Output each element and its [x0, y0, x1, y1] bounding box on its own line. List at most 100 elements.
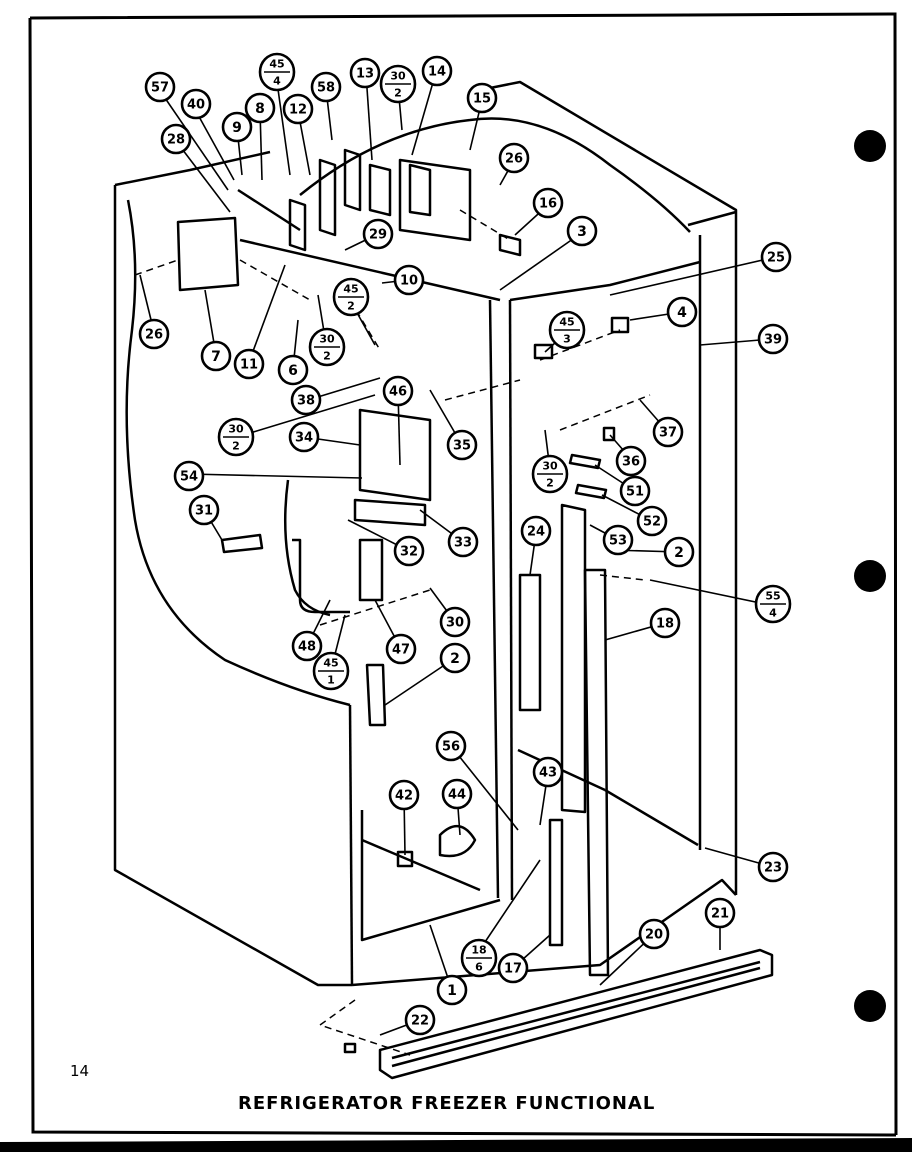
punch-hole-icon — [854, 990, 886, 1022]
callout-40: 40 — [180, 88, 212, 120]
fraction-bottom: 1 — [327, 674, 335, 687]
callout-46: 46 — [382, 375, 414, 407]
callout-circle — [439, 606, 471, 638]
callout-number: 3 — [577, 224, 587, 240]
callout-number: 13 — [356, 67, 374, 82]
callout-circle — [704, 897, 736, 929]
fraction-top: 45 — [343, 283, 358, 296]
callout-16: 16 — [532, 187, 564, 219]
callout-circle — [497, 952, 529, 984]
callout-number: 17 — [504, 962, 522, 977]
callout-number: 57 — [151, 81, 169, 96]
callout-17: 17 — [497, 952, 529, 984]
callout-22: 22 — [404, 1004, 436, 1036]
fraction-callout-55-4: 554 — [754, 584, 792, 624]
callout-circle — [349, 57, 381, 89]
callout-52: 52 — [636, 505, 668, 537]
callout-26: 26 — [498, 142, 530, 174]
callout-number: 10 — [400, 274, 418, 289]
callout-number: 22 — [411, 1014, 429, 1029]
callout-number: 46 — [389, 385, 407, 400]
callout-circle — [362, 218, 394, 250]
callout-number: 28 — [167, 133, 185, 148]
callout-number: 40 — [187, 98, 205, 113]
callout-28: 28 — [160, 123, 192, 155]
callout-42: 42 — [388, 779, 420, 811]
callout-number: 34 — [295, 431, 313, 446]
callout-circle — [447, 526, 479, 558]
callout-circle — [393, 264, 425, 296]
callout-circle — [138, 318, 170, 350]
callout-51: 51 — [619, 475, 651, 507]
callout-2: 2 — [439, 642, 471, 674]
fraction-top: 30 — [390, 70, 406, 83]
callout-number: 24 — [527, 525, 545, 540]
callout-circle — [663, 536, 695, 568]
callout-number: 33 — [454, 536, 472, 551]
callout-number: 36 — [622, 455, 640, 470]
fraction-bottom: 2 — [323, 350, 331, 363]
fraction-callout-45-2: 452 — [332, 277, 370, 317]
callout-circle — [760, 241, 792, 273]
callout-circle — [466, 82, 498, 114]
callout-circle — [532, 756, 564, 788]
callout-2: 2 — [663, 536, 695, 568]
callout-26: 26 — [138, 318, 170, 350]
fraction-bottom: 6 — [475, 961, 483, 974]
callout-circle — [277, 354, 309, 386]
callout-circle — [436, 974, 468, 1006]
callout-circle — [310, 71, 342, 103]
callout-circle — [615, 445, 647, 477]
callout-14: 14 — [421, 55, 453, 87]
callout-3: 3 — [566, 215, 598, 247]
fraction-callout-30-2: 302 — [308, 327, 346, 367]
callout-39: 39 — [757, 323, 789, 355]
callout-number: 25 — [767, 251, 785, 266]
callout-number: 6 — [288, 363, 298, 379]
callout-number: 47 — [392, 643, 410, 658]
callout-number: 15 — [473, 92, 491, 107]
callout-number: 29 — [369, 228, 387, 243]
callout-number: 23 — [764, 861, 782, 876]
callout-8: 8 — [244, 92, 276, 124]
callout-25: 25 — [760, 241, 792, 273]
callout-number: 8 — [255, 101, 265, 117]
callout-58: 58 — [310, 71, 342, 103]
callout-56: 56 — [435, 730, 467, 762]
fraction-callout-45-1: 451 — [312, 651, 350, 691]
callout-circle — [244, 92, 276, 124]
callout-circle — [757, 323, 789, 355]
callout-57: 57 — [144, 71, 176, 103]
callout-number: 14 — [428, 65, 446, 80]
callout-circle — [290, 384, 322, 416]
callout-35: 35 — [446, 429, 478, 461]
fraction-callout-45-3: 453 — [548, 310, 586, 350]
callout-circle — [393, 535, 425, 567]
callout-number: 21 — [711, 907, 729, 922]
callout-number: 52 — [643, 515, 661, 530]
callout-circle — [288, 421, 320, 453]
callout-circle — [636, 505, 668, 537]
punch-hole-icon — [854, 560, 886, 592]
callout-circle — [435, 730, 467, 762]
page-number: 14 — [70, 1062, 90, 1080]
callout-circle — [441, 778, 473, 810]
callout-54: 54 — [173, 460, 205, 492]
callout-1: 1 — [436, 974, 468, 1006]
punch-hole-icon — [854, 130, 886, 162]
callout-circle — [233, 348, 265, 380]
callout-circle — [382, 375, 414, 407]
callout-30: 30 — [439, 606, 471, 638]
callout-circle — [439, 642, 471, 674]
callout-circle — [566, 215, 598, 247]
callout-number: 4 — [677, 305, 687, 321]
callout-12: 12 — [282, 93, 314, 125]
callout-number: 7 — [211, 349, 221, 365]
callout-number: 18 — [656, 617, 674, 632]
callout-11: 11 — [233, 348, 265, 380]
callout-circle — [404, 1004, 436, 1036]
callout-number: 26 — [505, 152, 523, 167]
callout-number: 1 — [447, 983, 457, 999]
page-border — [28, 12, 898, 1137]
